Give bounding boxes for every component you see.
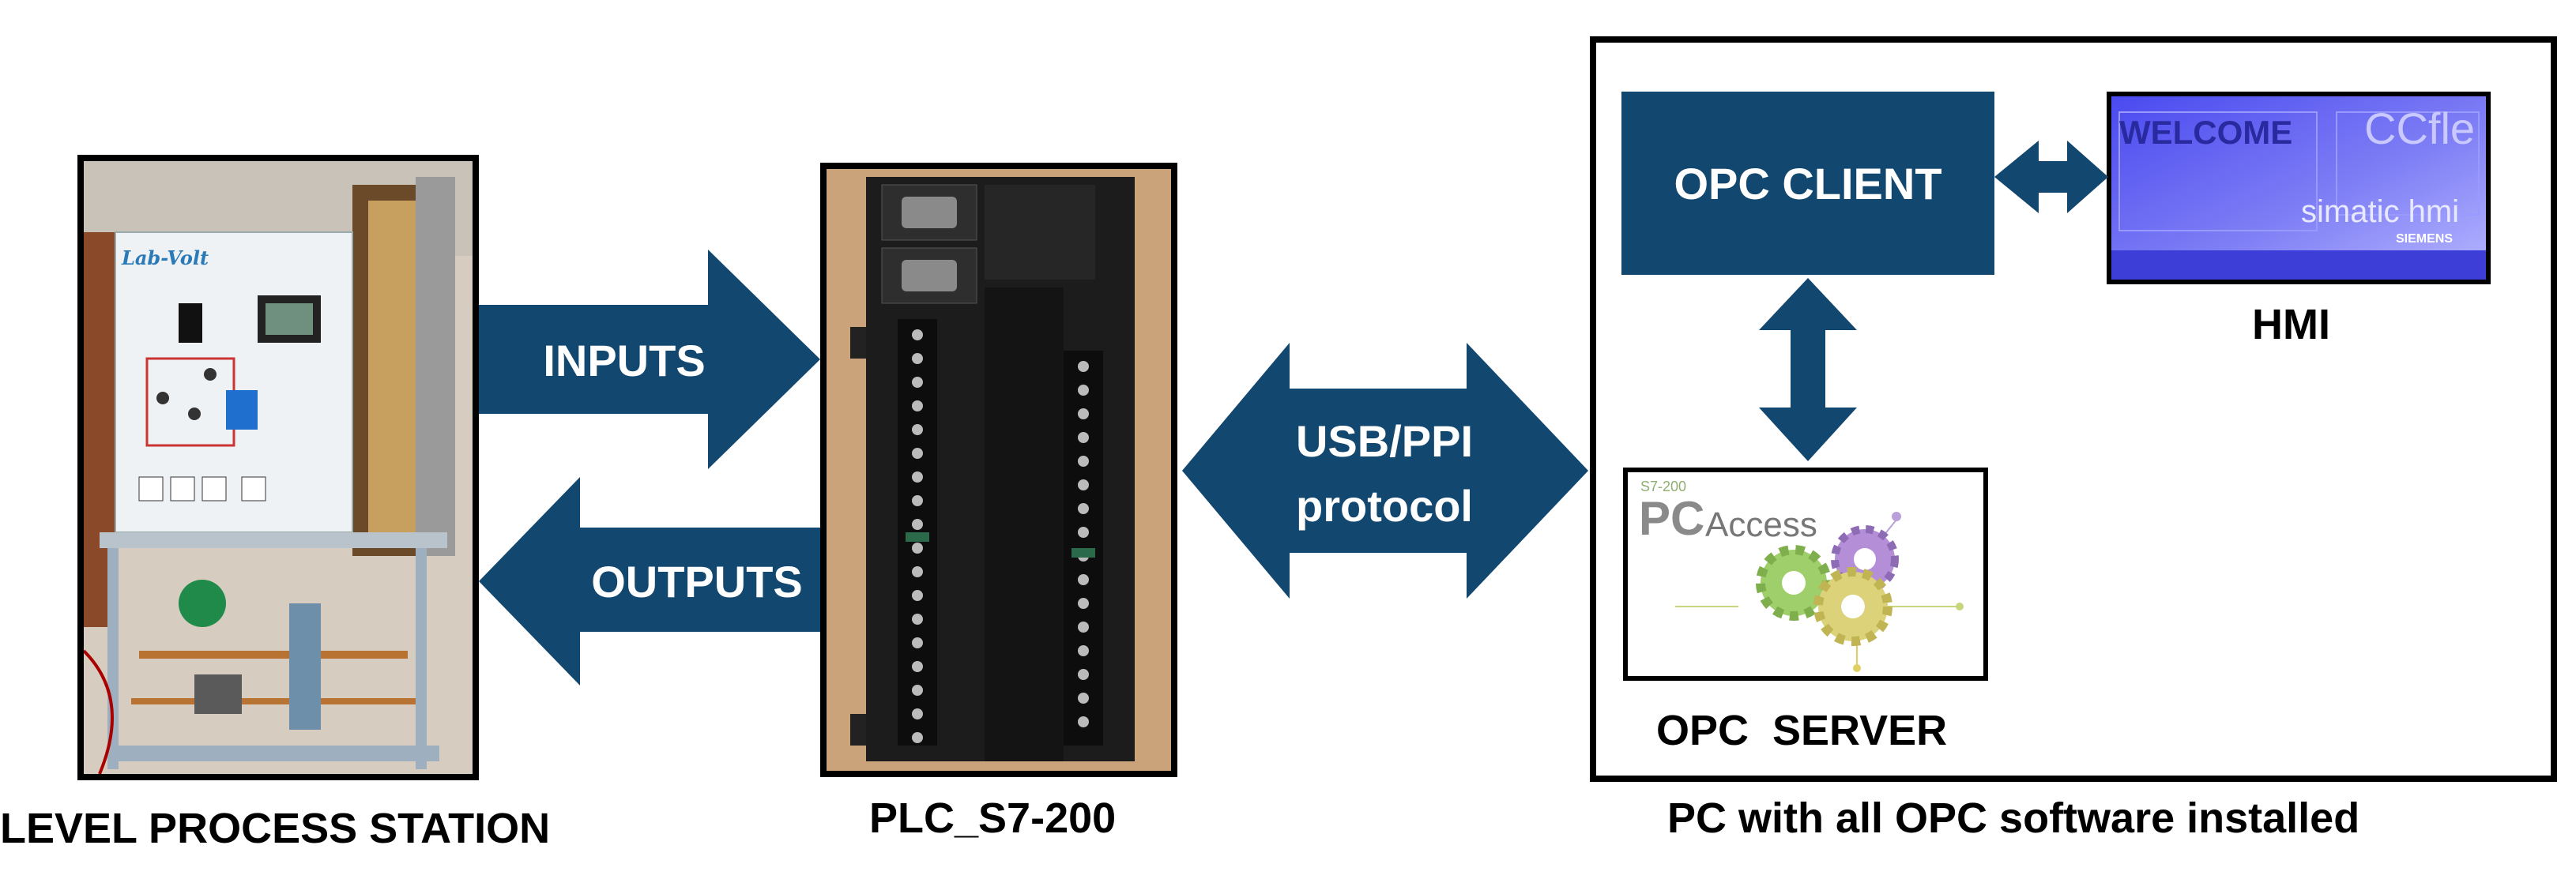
hmi-vendor-text: SIEMENS	[2396, 232, 2454, 246]
station-brand-label: Lab-Volt	[122, 246, 209, 269]
inputs-arrow	[479, 250, 820, 469]
pc-caption: PC with all OPC software installed	[1667, 794, 2360, 842]
hmi-caption: HMI	[2252, 301, 2330, 348]
hmi-product-text: simatic hmi	[2301, 194, 2460, 229]
pcaccess-version-text: S7-200	[1640, 479, 1687, 494]
level-process-station-caption: LEVEL PROCESS STATION	[0, 805, 551, 852]
hmi-screen-illustration	[2111, 96, 2486, 280]
hmi-screen-image: WELCOME CCfle simatic hmi SIEMENS	[2107, 92, 2491, 284]
outputs-arrow	[479, 477, 820, 686]
yellow-gear-icon	[1813, 567, 1892, 646]
pcaccess-image: S7-200 PC Access	[1623, 468, 1988, 681]
opc-client-box: OPC CLIENT	[1621, 92, 1994, 275]
pc-frame	[1590, 36, 2557, 782]
pcaccess-pc-text: PC	[1639, 492, 1705, 545]
hmi-welcome-text: WELCOME	[2119, 114, 2293, 151]
opc-server-caption: OPC SERVER	[1656, 707, 1948, 754]
outputs-label: OUTPUTS	[591, 557, 803, 607]
level-process-station-image: Lab-Volt	[77, 155, 479, 780]
plc-illustration	[827, 169, 1171, 771]
inputs-label: INPUTS	[543, 336, 705, 385]
process-station-illustration	[84, 161, 473, 774]
usb-ppi-double-arrow	[1182, 343, 1588, 599]
pcaccess-access-text: Access	[1705, 505, 1817, 544]
usb-ppi-label-line1: USB/PPI	[1296, 416, 1473, 466]
hmi-cc-text: CCfle	[2364, 103, 2476, 153]
usb-ppi-label-line2: protocol	[1296, 481, 1473, 531]
plc-caption: PLC_S7-200	[869, 794, 1117, 842]
green-gear-icon	[1756, 545, 1832, 621]
purple-gear-icon	[1831, 525, 1899, 593]
plc-image	[820, 163, 1177, 777]
opc-client-label: OPC CLIENT	[1674, 158, 1942, 208]
plc-terminals	[912, 329, 1089, 743]
